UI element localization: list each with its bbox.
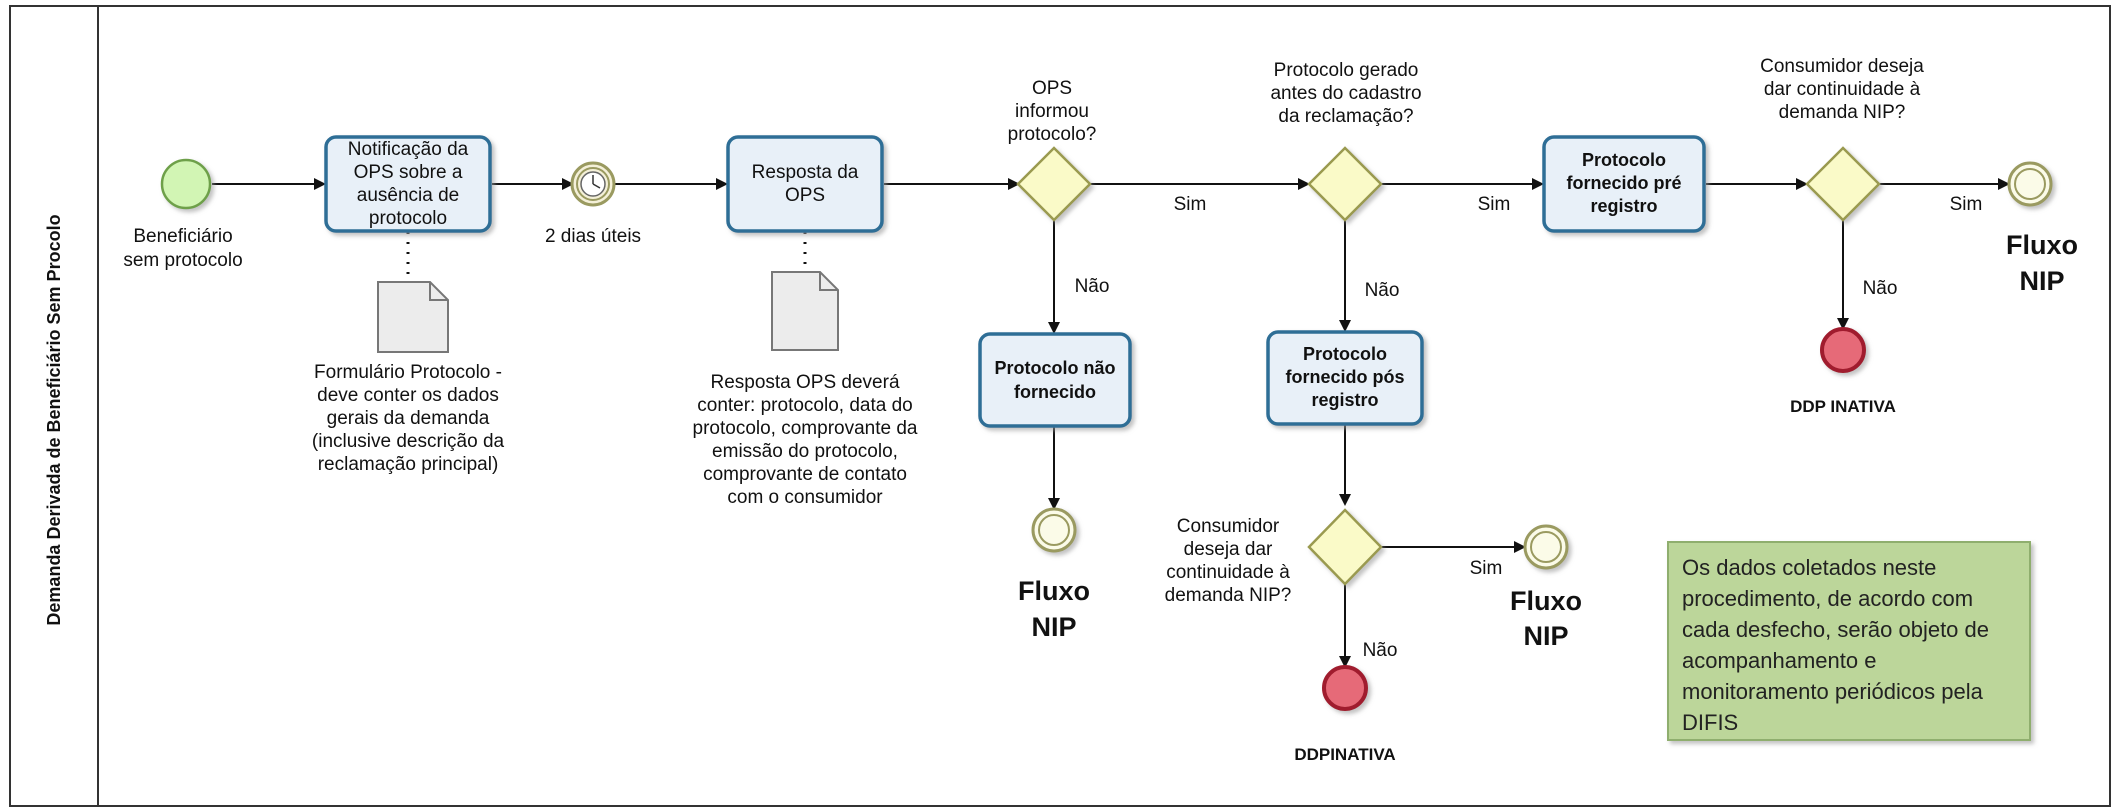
gateway-ops-informou-line-1: OPS [1032,78,1072,99]
note-line-3: cada desfecho, serão objeto de [1682,617,1989,642]
task-pos-registro-line-1: Protocolo [1303,344,1387,364]
gateway-diamond [1307,508,1383,586]
task-resposta-line-1: Resposta da [752,162,859,183]
formulario-line-5: reclamação principal) [318,454,499,475]
timer-icon [570,161,616,207]
note-box [1667,541,2031,741]
note-line-6: DIFIS [1682,710,1738,735]
gateway-diamond [1016,146,1092,222]
gateway-continuidade-bottom-line-4: demanda NIP? [1165,585,1292,606]
sequence-flows [212,178,2010,668]
flow-label-nao-gw4: Não [1363,640,1398,661]
gateway-gerado-antes-line-2: antes do cadastro [1270,83,1421,104]
document-icon [771,271,839,351]
task-nao-fornecido-line-1: Protocolo não [995,358,1116,378]
note: Os dados coletados neste procedimento, d… [1667,541,2031,741]
document-icon [377,281,449,353]
ddp-inativa-top-label: DDP INATIVA [1790,397,1896,416]
flow-label-sim-gw3: Sim [1950,194,1983,215]
note-line-5: monitoramento periódicos pela [1682,679,1984,704]
fluxo-nip-2-line-1: Fluxo [1510,586,1582,616]
task-notificacao-line-1: Notificação da [348,139,469,160]
task-resposta[interactable]: Resposta da OPS [726,135,884,233]
flow-label-sim-gw2: Sim [1478,194,1511,215]
formulario-line-4: (inclusive descrição da [312,431,505,452]
gateway-continuidade-bottom-line-2: deseja dar [1184,539,1273,560]
start-event: Beneficiário sem protocolo [123,158,243,271]
ddp-inativa-bottom-label: DDPINATIVA [1294,745,1395,764]
gateway-gerado-antes-line-1: Protocolo gerado [1274,60,1419,81]
note-line-1: Os dados coletados neste [1682,555,1936,580]
task-pre-registro[interactable]: Protocolo fornecido pré registro [1542,135,1706,233]
end-event-icon [1820,327,1866,373]
flow-label-nao-gw2: Não [1365,280,1400,301]
end-event-fluxo-nip-2: Fluxo NIP [1510,524,1582,651]
task-pre-registro-line-1: Protocolo [1582,150,1666,170]
gateway-continuidade-top-line-3: demanda NIP? [1779,102,1906,123]
document-formulario: Formulário Protocolo - deve conter os da… [312,281,505,475]
start-event-icon [160,158,212,210]
start-event-label-1: Beneficiário [133,226,232,247]
resposta-ops-line-5: comprovante de contato [703,464,907,485]
gateway-continuidade-top-line-1: Consumidor deseja [1760,56,1924,77]
flow-label-nao-gw3: Não [1863,278,1898,299]
associations [406,232,807,282]
resposta-ops-line-4: emissão do protocolo, [712,441,898,462]
task-nao-fornecido-line-2: fornecido [1014,382,1096,402]
flow-label-sim-gw4: Sim [1470,558,1503,579]
task-pre-registro-line-3: registro [1590,196,1657,216]
end-event-ddp-inativa-top: DDP INATIVA [1790,327,1896,416]
gateway-diamond [1307,146,1383,222]
formulario-line-1: Formulário Protocolo - [314,362,502,383]
note-line-2: procedimento, de acordo com [1682,586,1973,611]
start-event-label-2: sem protocolo [123,250,242,271]
end-event-fluxo-nip-1: Fluxo NIP [1018,507,1090,642]
task-notificacao[interactable]: Notificação da OPS sobre a ausência de p… [324,135,492,233]
gateway-ops-informou-line-2: informou [1015,101,1089,122]
note-line-4: acompanhamento e [1682,648,1876,673]
fluxo-nip-1-line-1: Fluxo [1018,576,1090,606]
gateway-continuidade-bottom-line-3: continuidade à [1166,562,1290,583]
gateway-continuidade-top: Consumidor deseja dar continuidade à dem… [1760,56,1924,222]
formulario-line-2: deve conter os dados [317,385,499,406]
resposta-ops-line-2: conter: protocolo, data do [697,395,912,416]
timer-label: 2 dias úteis [545,226,641,247]
resposta-ops-line-6: com o consumidor [727,487,883,508]
pool-label: Demanda Derivada de Beneficiário Sem Pro… [44,214,64,625]
fluxo-nip-3-line-2: NIP [2019,266,2064,296]
gateway-ops-informou-line-3: protocolo? [1008,124,1097,145]
task-nao-fornecido[interactable]: Protocolo não fornecido [978,332,1132,428]
gateway-gerado-antes: Protocolo gerado antes do cadastro da re… [1270,60,1422,222]
end-event-fluxo-nip-3: Fluxo NIP [2006,161,2078,296]
gateway-diamond [1805,146,1881,222]
task-notificacao-line-4: protocolo [369,208,447,229]
fluxo-nip-3-line-1: Fluxo [2006,230,2078,260]
gateway-continuidade-bottom-line-1: Consumidor [1177,516,1280,537]
end-event-ddp-inativa-bottom: DDPINATIVA [1294,665,1396,764]
task-notificacao-line-3: ausência de [357,185,459,206]
resposta-ops-line-1: Resposta OPS deverá [710,372,899,393]
gateway-gerado-antes-line-3: da reclamação? [1278,106,1413,127]
fluxo-nip-2-line-2: NIP [1523,621,1568,651]
gateway-continuidade-bottom: Consumidor deseja dar continuidade à dem… [1165,508,1383,606]
resposta-ops-line-3: protocolo, comprovante da [693,418,918,439]
task-notificacao-line-2: OPS sobre a [354,162,463,183]
flow-label-nao-gw1: Não [1075,276,1110,297]
fluxo-nip-1-line-2: NIP [1031,612,1076,642]
pool-frame [9,5,2111,807]
task-pos-registro-line-3: registro [1311,390,1378,410]
formulario-line-3: gerais da demanda [327,408,490,429]
task-pre-registro-line-2: fornecido pré [1566,173,1681,193]
document-resposta-ops: Resposta OPS deverá conter: protocolo, d… [693,271,918,508]
flow-label-sim-gw1: Sim [1174,194,1207,215]
task-pos-registro-line-2: fornecido pós [1285,367,1404,387]
end-event-icon [1322,665,1368,711]
timer-event: 2 dias úteis [545,161,641,247]
gateway-continuidade-top-line-2: dar continuidade à [1764,79,1921,100]
task-pos-registro[interactable]: Protocolo fornecido pós registro [1266,330,1424,426]
gateway-ops-informou: OPS informou protocolo? [1008,78,1097,222]
task-resposta-line-2: OPS [785,185,825,206]
